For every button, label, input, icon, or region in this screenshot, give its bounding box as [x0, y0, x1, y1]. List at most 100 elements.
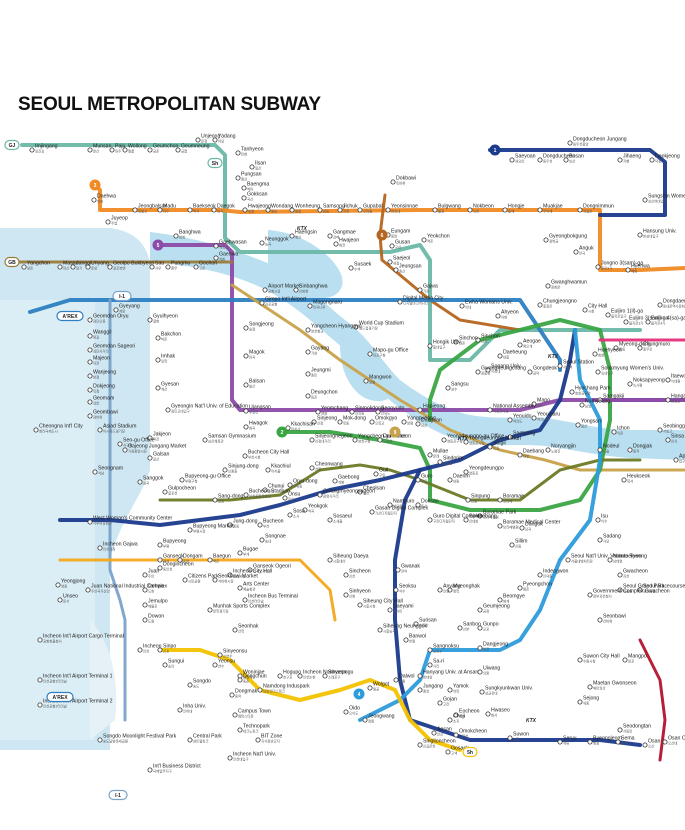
station-itaewon-kr: 이태원 — [671, 379, 680, 384]
station-gwangheungchang-marker — [475, 369, 481, 375]
station-wollong-marker — [122, 147, 128, 153]
station-gyesan-marker — [155, 385, 161, 391]
line-incheon2-15 — [58, 558, 337, 622]
station-ansan-marker — [431, 730, 437, 736]
station-hongik-marker — [427, 343, 433, 349]
station-galsan-marker — [147, 455, 153, 461]
station-incheoncityhall-marker — [227, 572, 233, 578]
station-daeheung-marker — [497, 353, 503, 359]
station-dorimcheon-kr: 도림천 — [383, 439, 392, 444]
station-hogupo-marker — [277, 673, 283, 679]
station-seoksu-kr: 석수 — [399, 589, 405, 594]
station-juyeop-name: Juyeop — [111, 216, 128, 222]
station-seonhak-kr: 선학 — [238, 629, 244, 634]
station-unyang-marker — [85, 264, 91, 270]
station-campustown-kr: 캠퍼스타운 — [238, 714, 254, 719]
station-bucheoncityhall-kr: 부천시청 — [248, 455, 260, 460]
station-songdo-marker — [187, 682, 193, 688]
station-dongducheon-name: Dongducheon — [543, 154, 575, 160]
station-cheongna-name: Cheongna Int'l City — [39, 424, 83, 430]
station-yeongjong-kr: 영종 — [61, 584, 67, 589]
station-songnae-name: Songnae — [265, 534, 286, 540]
station-saeyoan-kr: 새요안 — [515, 159, 524, 164]
station-jakjeon-marker — [147, 435, 153, 441]
station-yeokgok-kr: 역곡 — [308, 509, 314, 514]
station-baekseok-marker — [187, 207, 193, 213]
station-gusan-name: Gusan — [395, 240, 410, 246]
station-balsan-name: Balsan — [249, 379, 265, 385]
station-hwajeong-kr: 화정 — [248, 209, 254, 214]
line-badge-S2-shape — [276, 426, 288, 438]
station-sillim-name: Sillim — [515, 539, 527, 545]
station-mangpo-kr: 망포 — [628, 659, 634, 664]
station-bupyeongmarket-kr: 부평시장 — [193, 529, 205, 534]
station-seonhak-name: Seonhak — [238, 624, 259, 630]
station-yangpyeong-kr: 양평 — [407, 421, 413, 426]
station-gosaek-kr: 고색 — [451, 751, 457, 756]
station-masan-marker — [57, 264, 63, 270]
station-madu-name: Madu — [163, 204, 176, 210]
station-gwacheon-name: Gwacheon — [623, 569, 648, 575]
station-hyehwa-marker — [625, 267, 631, 273]
station-indeogwon-marker — [537, 572, 543, 578]
station-gyulhyeon-kr: 귤현 — [153, 319, 159, 324]
station-hapjeong-marker — [417, 407, 423, 413]
station-yeongdeungpo-name: Yeongdeungpo — [469, 466, 504, 472]
station-worldcup-marker — [353, 324, 359, 330]
station-gayang-name: Gayang — [311, 346, 329, 352]
station-baengma-marker — [241, 185, 247, 191]
station-nokbeon-marker — [467, 207, 473, 213]
station-nationalassembly-marker — [487, 407, 493, 413]
station-gangmae-marker — [327, 233, 333, 239]
station-unjeong-name: Unjeong — [201, 134, 220, 140]
station-munsan-name: Munsan — [93, 144, 112, 150]
station-sangsu-name: Sangsu — [451, 382, 469, 388]
station-gaebong-marker — [332, 478, 338, 484]
station-oido-marker — [343, 709, 349, 715]
station-sangnoksu-kr: 상록수 — [433, 649, 442, 654]
station-wondang-marker — [265, 207, 271, 213]
station-centralpark-marker — [187, 737, 193, 743]
station-seongnam-marker — [92, 469, 98, 475]
station-dokjeong-name: Dokjeong — [93, 384, 115, 390]
station-ganseok-name: Ganseok — [163, 554, 184, 560]
station-dorimcheon-marker — [377, 437, 383, 443]
station-saetgang-kr: 샛강 — [513, 436, 519, 441]
station-gimpoairport-name: Gimpo Int'l Airport — [265, 297, 307, 303]
station-onsu-kr: 온수 — [288, 497, 294, 502]
station-nationalassembly-kr: 국회의사당 — [493, 409, 509, 414]
station-sinyeonsu-kr: 신연수 — [223, 654, 232, 659]
station-neunggok-kr: 능곡 — [265, 242, 271, 247]
station-madu-kr: 마두 — [163, 209, 169, 214]
station-bulgwang-name: Bulgwang — [438, 204, 461, 210]
station-suwon-kr: 수원 — [513, 737, 519, 742]
station-sookmyung-kr: 숙대입구 — [601, 371, 613, 376]
station-gajwa-marker — [417, 287, 423, 293]
station-yangcheongu-name: Yangcheon-gu Office — [358, 434, 406, 440]
station-mullae-name: Mullae — [433, 449, 448, 455]
station-bakchon-marker — [155, 335, 161, 341]
station-sinpung-name: Sinpung — [471, 494, 490, 500]
station-dangjeong-name: Dangjeong — [483, 642, 508, 648]
station-magok-name: Magok — [249, 350, 265, 356]
station-paju-kr: 파주 — [115, 149, 121, 154]
station-apgujeong-kr: 압구정 — [679, 459, 685, 464]
station-jeungmi-name: Jeungmi — [311, 368, 331, 374]
station-wollong-name: Wollong — [128, 144, 147, 150]
station-guroDigital-kr: 구로디지털단지 — [433, 519, 455, 524]
station-seoulnatl-kr: 서울대벤처타운 — [571, 559, 593, 564]
station-noksapyeong-name: Noksapyeong — [633, 378, 665, 384]
station-gulpocheon-kr: 굴포천 — [168, 491, 177, 496]
station-dongchun-name: Dongchun — [243, 674, 267, 680]
station-isu-name: Isu — [601, 514, 608, 520]
station-chungjeongno-name: Chungjeongno — [543, 299, 577, 305]
station-wanjeong-name: Wanjeong — [93, 370, 116, 376]
station-kkachiul-kr: 까치울 — [271, 469, 280, 474]
station-heukseok-kr: 흑석 — [627, 479, 633, 484]
station-hoehyeon-kr: 회현 — [598, 353, 604, 358]
station-ujangsan-marker — [243, 408, 249, 414]
station-incheon-kr: 인천 — [143, 649, 149, 654]
station-bugae-marker — [237, 550, 243, 556]
station-pyeongchon-kr: 평촌 — [523, 587, 529, 592]
